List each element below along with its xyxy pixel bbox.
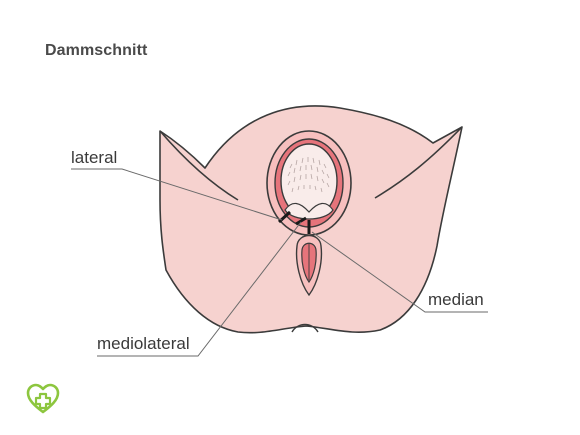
heart-cross-icon	[26, 383, 60, 414]
left-leg-line	[159, 130, 239, 201]
label-median: median	[428, 290, 484, 309]
head-hair	[287, 157, 330, 193]
incision-mediolateral	[295, 216, 307, 226]
leader-lateral	[71, 168, 283, 221]
label-lateral: lateral	[71, 148, 118, 167]
label-mediolateral: mediolateral	[97, 334, 190, 353]
incision-lateral	[277, 210, 292, 224]
right-leg-line	[374, 126, 463, 199]
leader-mediolateral	[97, 221, 302, 357]
diagram-title: Dammschnitt	[45, 42, 148, 59]
perineum-bulge	[284, 202, 334, 220]
buttock-crease	[291, 323, 319, 333]
leader-median	[311, 231, 488, 313]
